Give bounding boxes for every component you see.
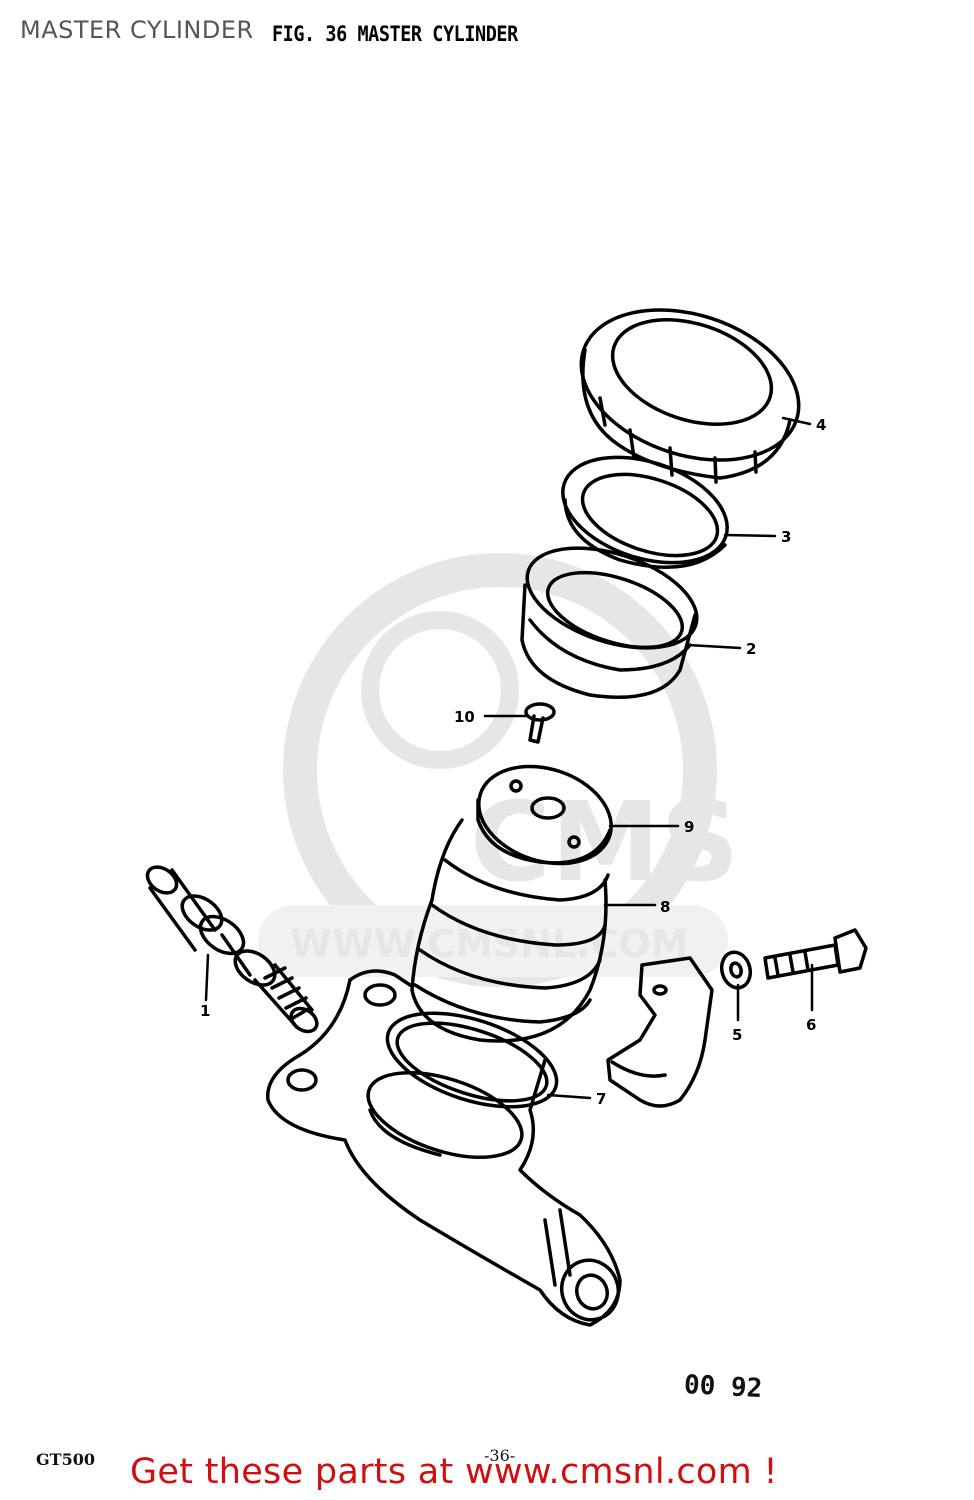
drawing-code: 00 92 [683, 1369, 764, 1405]
watermark-url-text: WWW.CMSNL.COM [290, 922, 689, 966]
page-number: -36- [484, 1446, 516, 1465]
callout-9: 9 [684, 818, 694, 836]
page-title: MASTER CYLINDER [20, 16, 254, 44]
washer [719, 950, 753, 990]
o-ring [385, 1011, 559, 1109]
callout-3: 3 [781, 528, 791, 546]
figure-title: FIG. 36 MASTER CYLINDER [272, 22, 518, 46]
master-cylinder-body [266, 969, 622, 1327]
screw [524, 702, 556, 744]
callout-10: 10 [454, 708, 475, 726]
cta-link[interactable]: Get these parts at www.cmsnl.com ! [130, 1452, 778, 1492]
reservoir-cap [579, 308, 801, 484]
bolt [763, 928, 868, 980]
callout-numbers: 4 3 2 10 9 8 1 7 5 6 [200, 416, 826, 1108]
piston-assembly [145, 865, 319, 1034]
rubber-boot [410, 818, 610, 1043]
callout-1: 1 [200, 1002, 210, 1020]
handlebar-clamp [606, 956, 714, 1108]
callout-4: 4 [816, 416, 826, 434]
watermark: CMS WWW.CMSNL.COM [258, 553, 739, 987]
callout-2: 2 [746, 640, 756, 658]
reservoir-body [520, 546, 699, 699]
callout-5: 5 [732, 1026, 742, 1044]
model-name: GT500 [36, 1450, 95, 1469]
callout-7: 7 [596, 1090, 606, 1108]
callout-6: 6 [806, 1016, 816, 1034]
leader-lines [204, 416, 814, 1100]
piston-plate [476, 764, 613, 866]
callout-8: 8 [660, 898, 670, 916]
